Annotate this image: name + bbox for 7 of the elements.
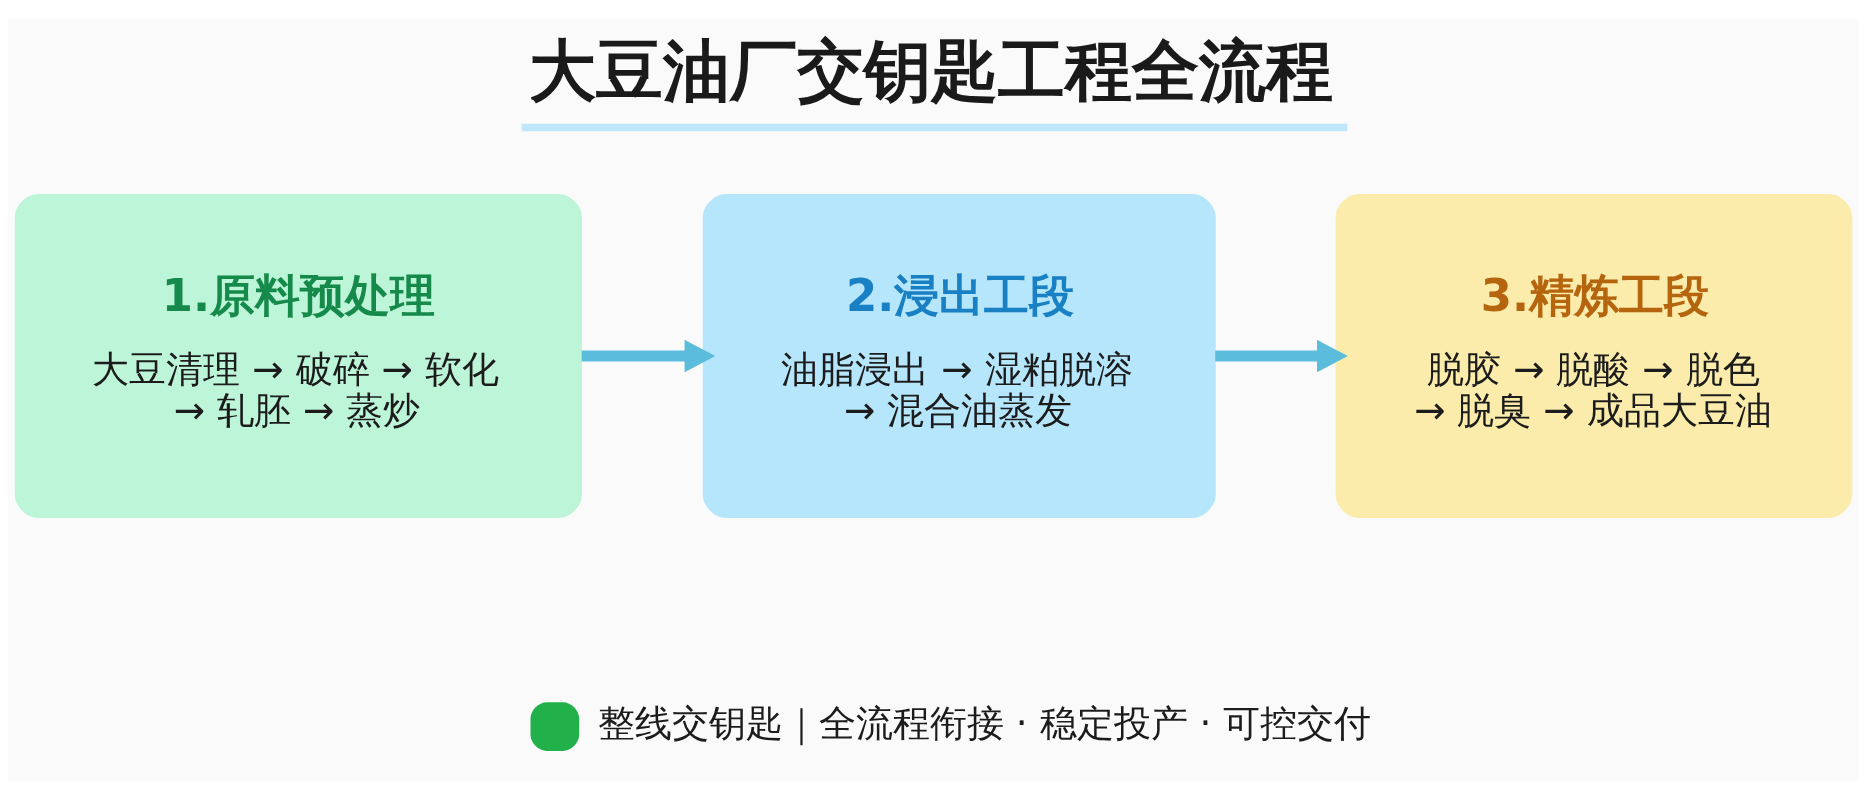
caption: 整线交钥匙｜全流程衔接 · 稳定投产 · 可控交付 bbox=[597, 701, 1372, 746]
node-box: 1.原料预处理 大豆清理 → 破碎 → 软化 → 轧胚 → 蒸炒 bbox=[14, 194, 582, 518]
arrow bbox=[1215, 339, 1348, 373]
node-box: 3.精炼工段 脱胶 → 脱酸 → 脱色 → 脱臭 → 成品大豆油 bbox=[1335, 194, 1853, 518]
arrow bbox=[581, 339, 716, 373]
diagram-title: 大豆油厂交钥匙工程全流程 bbox=[529, 30, 1334, 110]
node-box: 2.浸出工段 油脂浸出 → 湿粕脱溶 → 混合油蒸发 bbox=[702, 194, 1216, 518]
